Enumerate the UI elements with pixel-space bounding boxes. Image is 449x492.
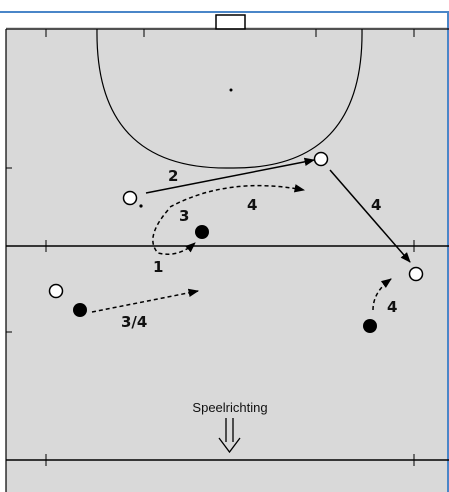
- label-pass-2: 2: [168, 167, 178, 185]
- field-background: [6, 27, 449, 492]
- shooting-circle: [96, 28, 363, 169]
- filled-player-bottom-left: [73, 303, 87, 317]
- label-run-1: 1: [153, 258, 163, 276]
- penalty-spot: [229, 88, 233, 92]
- double-down-arrow-icon: [218, 418, 241, 454]
- label-run-4-right: 4: [387, 298, 397, 316]
- label-pass-4-right: 4: [371, 196, 381, 214]
- pass-arrow-2: [145, 157, 316, 194]
- goal: [215, 14, 246, 30]
- ball-dot: [139, 204, 143, 208]
- label-run-4-top: 4: [247, 196, 257, 214]
- quarter-line-ticks: [45, 240, 415, 252]
- open-player-top-right: [313, 151, 329, 167]
- label-run-34: 3/4: [121, 313, 147, 331]
- back-line-ticks: [45, 29, 415, 37]
- open-player-left: [122, 190, 138, 206]
- label-run-3: 3: [179, 207, 189, 225]
- open-player-right: [408, 266, 424, 282]
- filled-player-center: [195, 225, 209, 239]
- run-arrow-4-right: [372, 278, 392, 311]
- filled-player-bottom-right: [363, 319, 377, 333]
- center-line-ticks: [45, 454, 415, 466]
- open-player-bottom-left: [48, 283, 64, 299]
- direction-caption: Speelrichting: [192, 400, 267, 415]
- run-arrow-4-top: [169, 184, 306, 208]
- pass-arrow-4-right: [329, 169, 411, 263]
